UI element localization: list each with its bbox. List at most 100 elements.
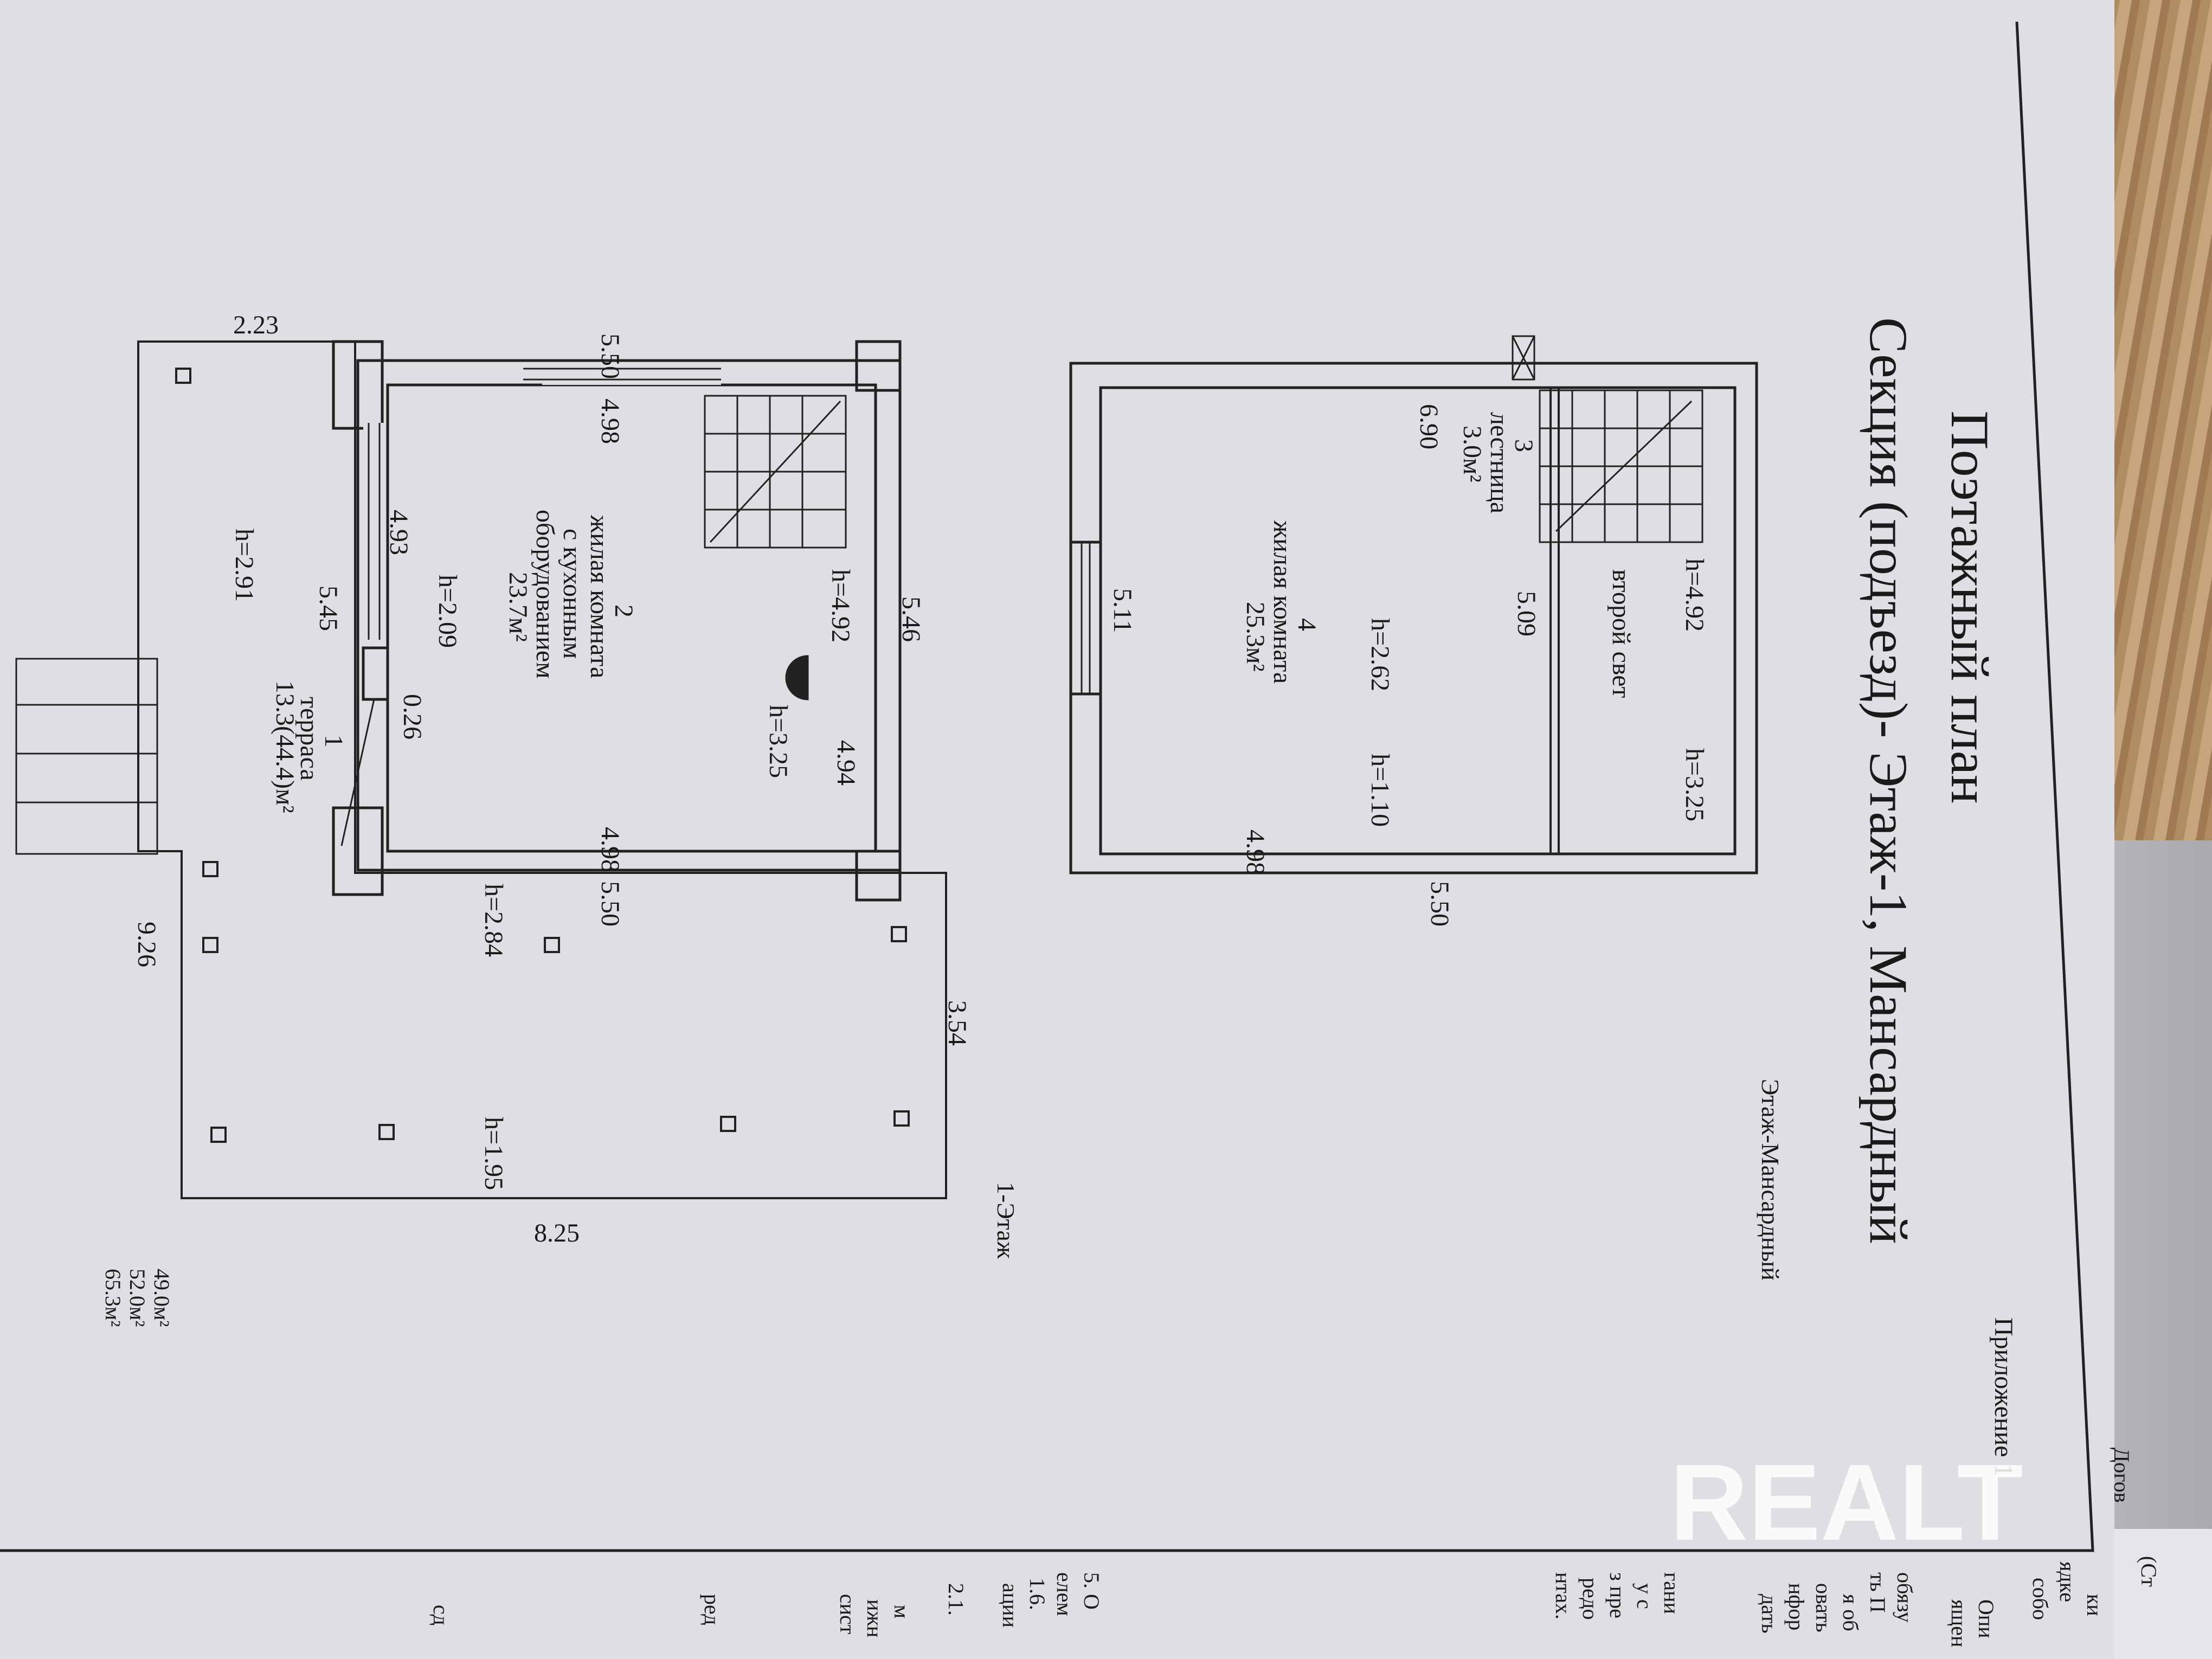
fragment: гани — [1660, 1572, 1684, 1614]
wall-corner — [332, 340, 384, 430]
fragment: ации — [998, 1583, 1023, 1628]
room-4-name: жилая комната — [1268, 520, 1297, 684]
dim-9-26: 9.26 — [132, 922, 161, 967]
fragment: собо — [2028, 1578, 2053, 1620]
attic-stairs — [1539, 389, 1703, 543]
terrace-outline — [137, 340, 947, 1199]
fragment: нфор — [1784, 1583, 1809, 1630]
terrace-posts — [175, 368, 910, 1143]
dim-4-94: 4.94 — [832, 740, 860, 786]
attic-dim-4-98: 4.98 — [1241, 829, 1270, 875]
room-1-name: терраса — [295, 697, 324, 781]
h-2-84: h=2.84 — [479, 884, 508, 957]
room-2-line2: с кухонным — [558, 529, 587, 659]
page-title: Поэтажный план — [1940, 410, 2000, 803]
room-2-line1: жилая комната — [585, 515, 614, 678]
fragment: овать — [1811, 1583, 1836, 1632]
attic-h-4-92: h=4.92 — [1680, 558, 1709, 632]
fragment: нтах. — [1551, 1572, 1576, 1619]
underlying-page-text: Догов (Ст ки ядке собо Опи ящен обязу ть… — [429, 1448, 2161, 1647]
first-floor-stairs — [704, 395, 847, 549]
room-4-area: 25.3м² — [1241, 602, 1270, 672]
attic-outer-wall — [1069, 362, 1758, 874]
h-2-91: h=2.91 — [230, 529, 259, 602]
fragment: ки — [2082, 1594, 2107, 1616]
fragment: у с — [1632, 1583, 1657, 1609]
fragment: ящен — [1947, 1599, 1971, 1647]
door-jamb — [362, 646, 389, 701]
first-floor-labels: 2.23 5.50 4.98 5.46 4.93 5.45 0.26 4.94 … — [132, 311, 972, 1248]
fragment: ижн — [863, 1599, 887, 1637]
h-1-95: h=1.95 — [479, 1117, 508, 1190]
fragment: ядке — [2055, 1561, 2080, 1602]
first-floor-plan — [15, 340, 947, 1199]
fragment: 2.1. — [944, 1583, 968, 1616]
fragment: ть П — [1866, 1572, 1890, 1613]
room-3-name: лестница — [1485, 412, 1514, 513]
fragment: Догов — [2110, 1448, 2134, 1503]
fragment: я об — [1838, 1594, 1863, 1631]
fragment: з пре — [1605, 1572, 1630, 1618]
fragment: обязу — [1893, 1572, 1917, 1623]
door-swing — [340, 699, 375, 846]
fragment: елем — [1052, 1572, 1077, 1616]
realt-watermark: REALT — [1670, 1442, 2023, 1563]
attic-floor-plan — [1069, 335, 1758, 874]
fragment: сист — [835, 1594, 860, 1634]
dim-5-50-bottom: 5.50 — [596, 881, 625, 927]
fragment: м — [890, 1605, 914, 1618]
room-2-line3: оборудованием — [531, 510, 560, 679]
h-4-92: h=4.92 — [826, 569, 855, 642]
h-2-09: h=2.09 — [433, 575, 462, 648]
wall-corner — [855, 850, 902, 902]
wall-corner — [855, 340, 902, 392]
room-2-number: 2 — [609, 605, 638, 618]
sheet-frame — [0, 21, 2094, 1552]
room-1-area: 13.3(44.4)м² — [271, 680, 299, 813]
dim-5-50-top: 5.50 — [596, 333, 625, 379]
dim-4-98-bottom: 4.98 — [596, 827, 625, 872]
room-1-number: 1 — [319, 735, 348, 748]
dim-5-45: 5.45 — [314, 586, 343, 631]
first-floor-outer-wall — [356, 359, 902, 872]
heater-symbol — [785, 655, 809, 700]
dim-5-46: 5.46 — [897, 596, 925, 642]
attic-h-3-25: h=3.25 — [1680, 748, 1709, 821]
attic-h-2-62: h=2.62 — [1366, 618, 1394, 691]
fragment: редо — [1578, 1578, 1603, 1620]
attic-caption: Этаж-Мансардный — [1757, 1079, 1784, 1281]
fragment: сд — [429, 1605, 453, 1625]
fragment: ред — [700, 1594, 724, 1625]
entrance-steps — [15, 658, 158, 855]
floor-plan-sheet — [0, 0, 2114, 1659]
attic-dim-5-09: 5.09 — [1512, 591, 1541, 636]
room-2-area: 23.7м² — [504, 572, 532, 642]
fragment: дать — [1757, 1594, 1782, 1634]
first-floor-caption: 1-Этаж — [992, 1182, 1020, 1259]
appendix-label: Приложение 1 — [1989, 1317, 2018, 1477]
h-3-25: h=3.25 — [764, 705, 793, 778]
attic-h-1-10: h=1.10 — [1366, 754, 1394, 827]
page-subtitle: Секция (подъезд)- Этаж-1, Мансардный — [1859, 317, 1919, 1244]
room-3-area: 3.0м² — [1458, 426, 1487, 483]
fragment: (Ст — [2137, 1556, 2161, 1587]
fragment: Опи — [1974, 1599, 1998, 1638]
area-2: 52.0м² — [125, 1269, 150, 1327]
dim-0-26: 0.26 — [398, 694, 427, 740]
attic-floor-labels: 6.90 5.09 5.11 4.98 5.50 h=4.92 h=3.25 h… — [1108, 404, 1709, 927]
dim-3-54: 3.54 — [943, 1000, 972, 1046]
page-header: Поэтажный план Секция (подъезд)- Этаж-1,… — [101, 317, 2018, 1476]
attic-dim-5-50: 5.50 — [1425, 881, 1454, 927]
second-light-label: второй свет — [1607, 569, 1636, 698]
room-4-number: 4 — [1293, 618, 1321, 631]
room-3-number: 3 — [1509, 439, 1538, 452]
area-3: 65.3м² — [101, 1269, 125, 1327]
area-1: 49.0м² — [150, 1269, 174, 1327]
wall-corner — [332, 806, 384, 896]
fragment: 5. О — [1079, 1572, 1104, 1610]
dim-4-93: 4.93 — [384, 510, 413, 555]
dim-8-25: 8.25 — [534, 1219, 580, 1248]
fragment: 1.6. — [1025, 1578, 1050, 1610]
attic-dim-6-90: 6.90 — [1414, 404, 1443, 449]
